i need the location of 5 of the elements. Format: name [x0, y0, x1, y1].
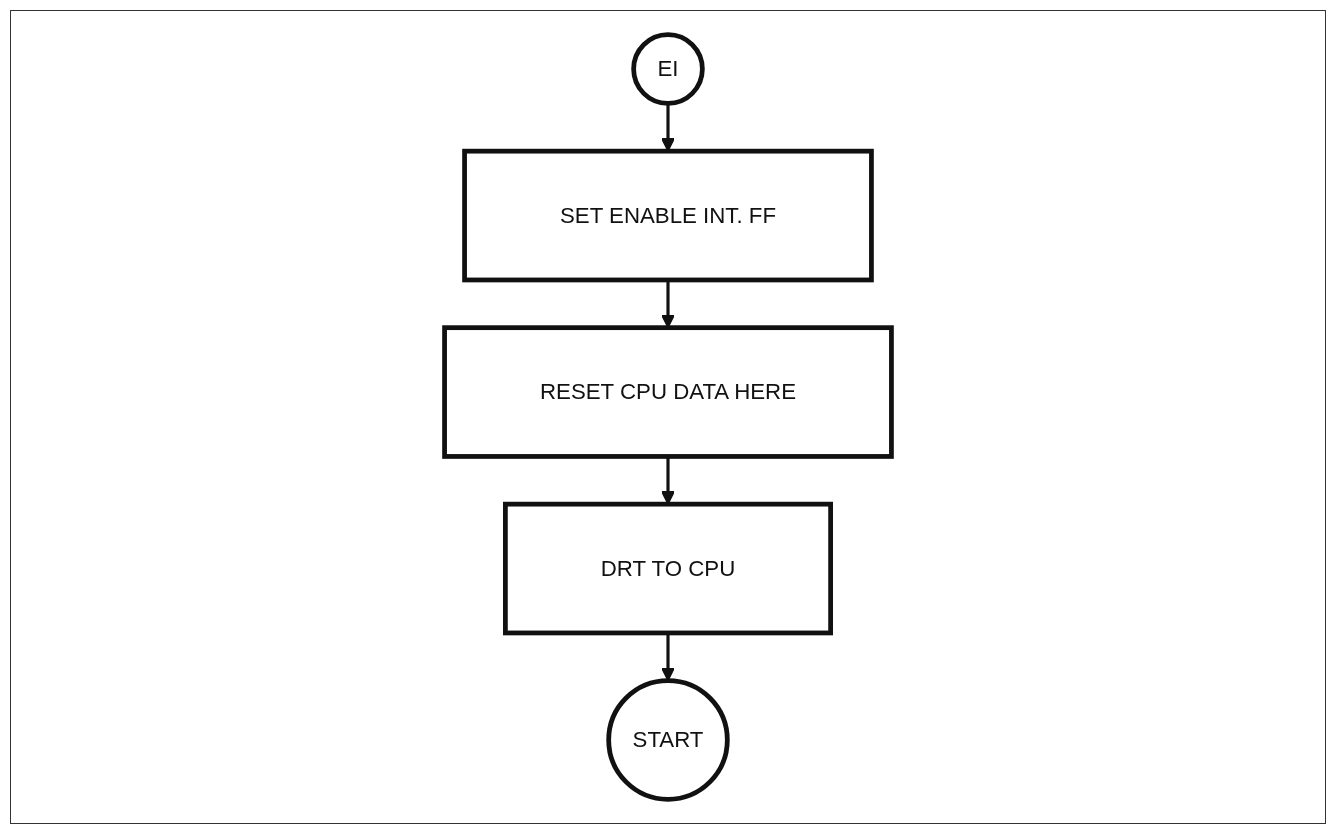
node-box: SET ENABLE INT. FF: [462, 148, 874, 283]
node-circle: START: [606, 678, 730, 802]
node-box: RESET CPU DATA HERE: [442, 325, 894, 459]
node-circle: EI: [631, 32, 705, 106]
node-box: DRT TO CPU: [503, 501, 833, 636]
